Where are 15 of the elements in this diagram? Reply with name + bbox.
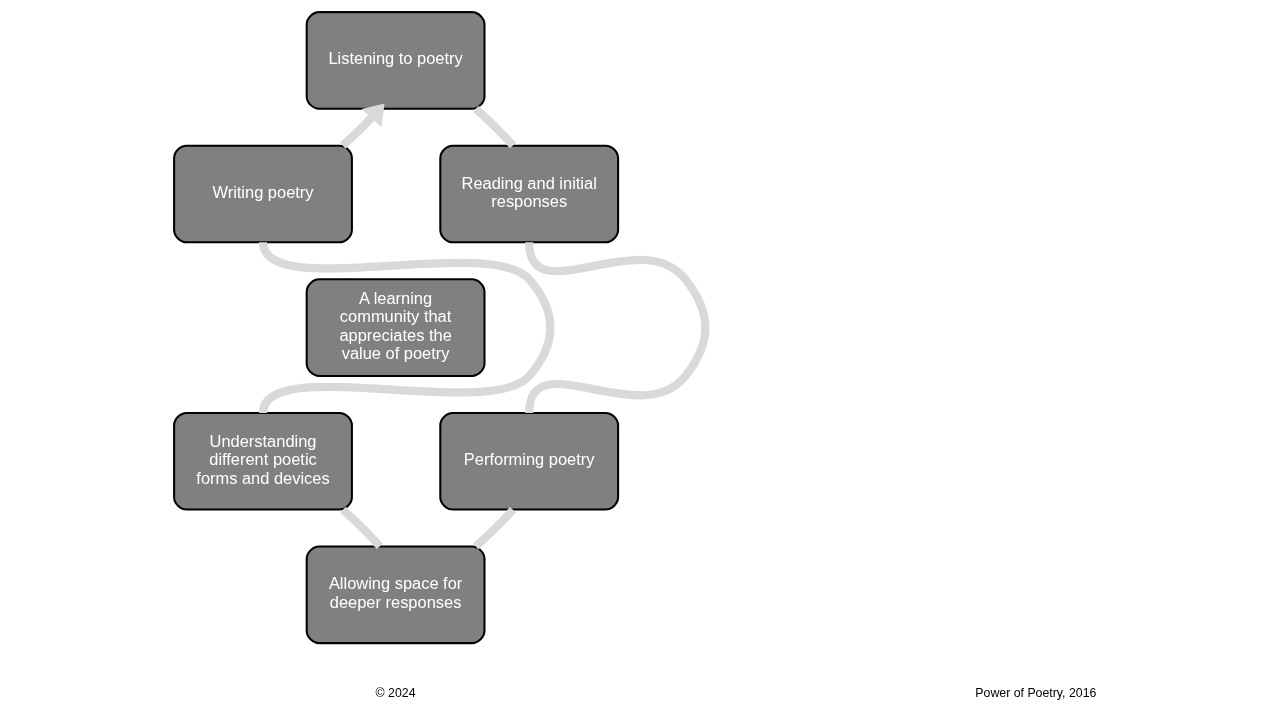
node-box: Performing poetry: [439, 411, 620, 511]
connector: [473, 507, 516, 550]
connector: [525, 241, 710, 414]
connector: [340, 506, 383, 550]
label: © 2024: [375, 686, 416, 701]
node-box: Allowing space for deeper responses: [305, 545, 486, 645]
node-box: Reading and initial responses: [439, 144, 620, 244]
node-box: Understanding different poetic forms and devices: [173, 411, 353, 511]
label: Power of Poetry, 2016: [975, 686, 1097, 701]
arrow: [340, 103, 385, 149]
connector: [473, 105, 517, 149]
node-box: Listening to poetry: [305, 11, 486, 110]
connector: [259, 240, 555, 415]
node-box: A learning community that appreciates the value of poetry: [305, 278, 486, 377]
node-box: Writing poetry: [173, 144, 353, 244]
